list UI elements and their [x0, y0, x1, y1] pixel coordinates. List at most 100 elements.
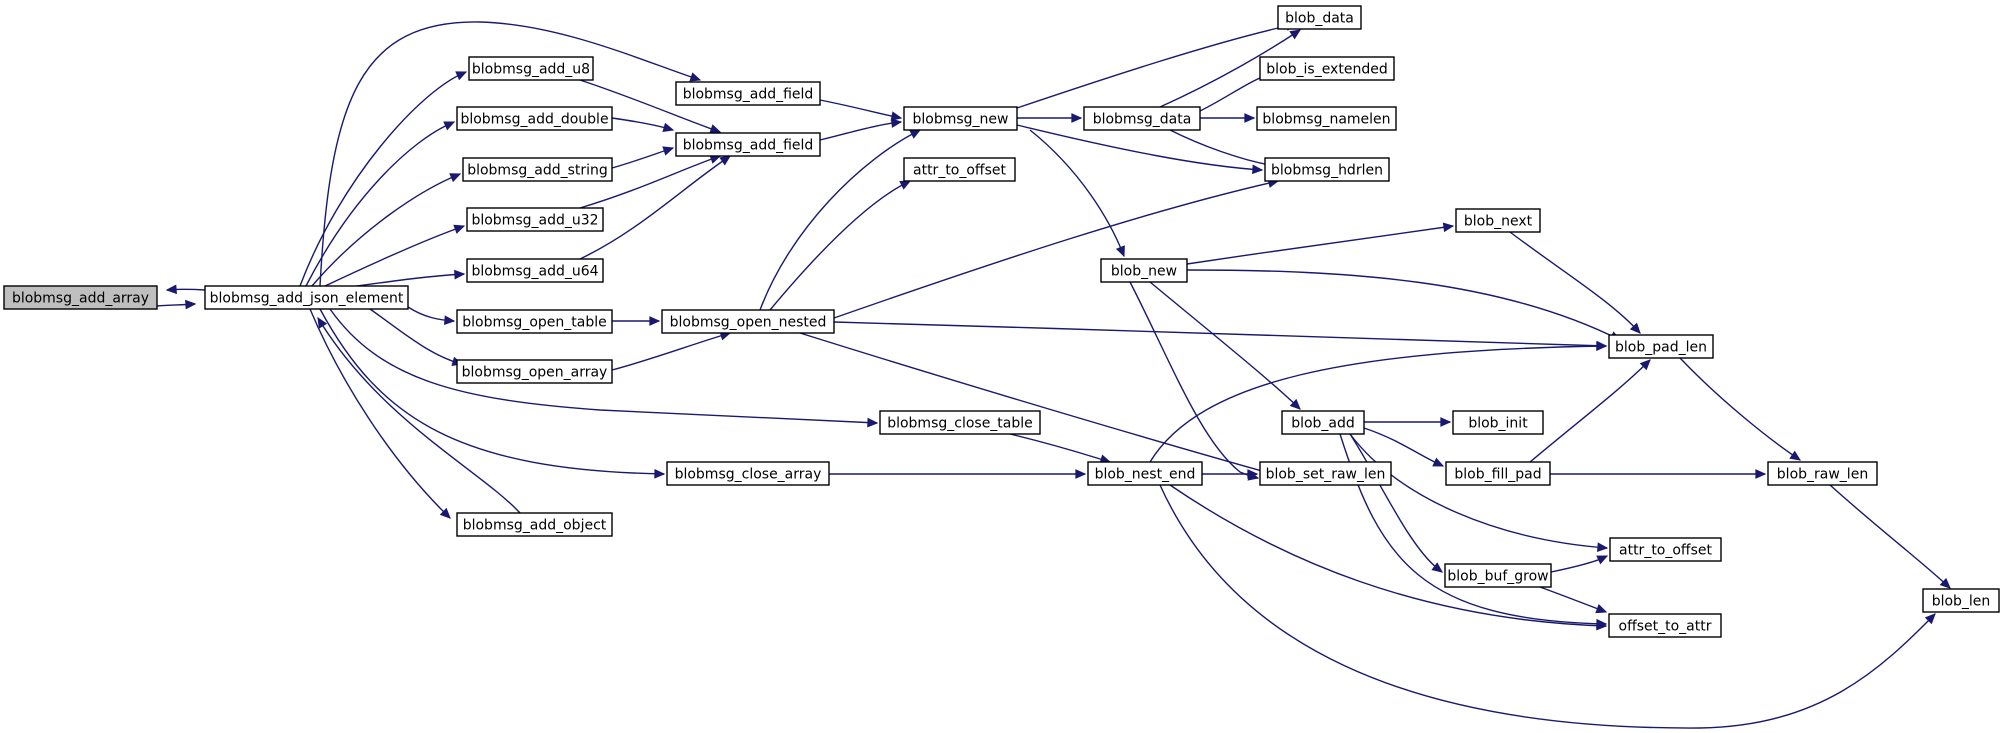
edge-n28-to-n34	[1679, 357, 1801, 461]
node-box	[456, 309, 613, 334]
node-blobmsg-add-field[interactable]: blobmsg_add_field	[675, 132, 821, 157]
edge-n20-to-n33	[1169, 484, 1607, 627]
arrowhead-n12-to-n13	[890, 118, 903, 128]
arrowhead-n2-to-n17	[654, 468, 666, 479]
node-label: blobmsg_close_table	[887, 416, 1033, 432]
node-blobmsg-add-double[interactable]: blobmsg_add_double	[456, 106, 613, 131]
arrowhead-n4-to-n12	[662, 122, 675, 133]
node-attr-to-offset[interactable]: attr_to_offset	[903, 157, 1016, 182]
node-label: blob_fill_pad	[1454, 467, 1541, 483]
node-label: blob_raw_len	[1777, 467, 1868, 483]
node-label: blob_buf_grow	[1447, 569, 1548, 585]
node-label: blob_next	[1464, 214, 1533, 230]
node-blobmsg-hdrlen[interactable]: blobmsg_hdrlen	[1264, 157, 1390, 182]
node-blobmsg-add-u32[interactable]: blobmsg_add_u32	[466, 207, 604, 232]
node-blobmsg-open-table[interactable]: blobmsg_open_table	[456, 309, 613, 334]
node-blobmsg-add-string[interactable]: blobmsg_add_string	[462, 157, 613, 182]
node-blobmsg-add-object[interactable]: blobmsg_add_object	[456, 512, 613, 537]
node-box	[1100, 258, 1188, 283]
edge-n15-to-n14	[769, 180, 911, 311]
node-blob-len[interactable]: blob_len	[1922, 588, 2000, 613]
call-graph-nodes: blobmsg_add_array blobmsg_add_json_elemen…	[3, 5, 2000, 638]
arrowhead-n18-to-n23	[1244, 113, 1256, 123]
edge-n13-to-n24	[1016, 124, 1263, 171]
node-label: blobmsg_data	[1093, 112, 1192, 128]
arrowhead-n2-to-n7	[454, 269, 466, 280]
node-box	[3, 285, 158, 310]
edge-n19-to-n27	[1129, 281, 1259, 479]
edge-n2-to-n6	[324, 225, 465, 287]
edge-n12-to-n13	[819, 121, 902, 141]
arrowhead-n28-to-n34	[1789, 450, 1802, 461]
edge-n3-to-n12	[579, 79, 721, 133]
arrowhead-n10-to-n2	[317, 316, 328, 329]
node-blob-add[interactable]: blob_add	[1281, 410, 1365, 435]
node-box	[675, 81, 821, 106]
node-box	[1444, 563, 1552, 588]
node-blobmsg-add-u8[interactable]: blobmsg_add_u8	[468, 56, 594, 81]
node-blobmsg-add-json-element[interactable]: blobmsg_add_json_element	[204, 285, 409, 310]
node-blobmsg-open-nested[interactable]: blobmsg_open_nested	[661, 309, 835, 334]
arrowhead-n31-to-n33	[1595, 604, 1608, 614]
node-blob-new[interactable]: blob_new	[1100, 258, 1188, 283]
node-label: blob_nest_end	[1095, 467, 1196, 483]
edge-n15-to-n28	[833, 321, 1607, 347]
edge-n2-to-n17	[319, 308, 665, 475]
node-blob-nest-end[interactable]: blob_nest_end	[1087, 461, 1203, 486]
node-blobmsg-namelen[interactable]: blobmsg_namelen	[1256, 106, 1397, 131]
arrowhead-n1-to-n2	[185, 299, 197, 310]
arrowhead-n19-to-n25	[1442, 222, 1455, 233]
edge-n15-to-n13	[759, 129, 921, 311]
node-blob-data[interactable]: blob_data	[1277, 5, 1362, 30]
arrowhead-n13-to-n19	[1115, 245, 1125, 258]
arrowhead-n2-to-n11	[689, 72, 702, 82]
node-blob-buf-grow[interactable]: blob_buf_grow	[1444, 563, 1552, 588]
node-blobmsg-add-u64[interactable]: blobmsg_add_u64	[466, 258, 604, 283]
arrowhead-n3-to-n12	[709, 124, 722, 134]
edge-n2-to-n16	[329, 308, 878, 424]
node-box	[1767, 461, 1878, 486]
arrowhead-n2-to-n8	[443, 315, 456, 326]
node-blob-is-extended[interactable]: blob_is_extended	[1259, 56, 1395, 81]
arrowhead-n20-to-n27	[1247, 469, 1259, 479]
node-blobmsg-open-array[interactable]: blobmsg_open_array	[456, 359, 613, 384]
node-blob-raw-len[interactable]: blob_raw_len	[1767, 461, 1878, 486]
node-label: blobmsg_add_field	[683, 87, 814, 103]
edge-n2-to-n5	[311, 173, 461, 287]
node-blobmsg-new[interactable]: blobmsg_new	[903, 106, 1018, 131]
node-label: blob_new	[1111, 264, 1177, 280]
arrowhead-n17-to-n20	[1075, 469, 1087, 479]
arrowhead-n30-to-n28	[1639, 359, 1651, 371]
node-blobmsg-close-table[interactable]: blobmsg_close_table	[879, 410, 1041, 435]
node-label: blobmsg_new	[913, 112, 1009, 128]
node-blob-set-raw-len[interactable]: blob_set_raw_len	[1259, 461, 1392, 486]
arrowhead-n2-to-n6	[453, 224, 466, 234]
node-blob-fill-pad[interactable]: blob_fill_pad	[1445, 461, 1551, 486]
node-blobmsg-data[interactable]: blobmsg_data	[1083, 106, 1201, 131]
edge-n2-to-n10	[309, 308, 451, 519]
node-label: blobmsg_open_table	[462, 315, 606, 331]
edge-n10-to-n2	[317, 317, 521, 514]
edge-n2-to-n3	[299, 71, 467, 287]
node-label: blobmsg_add_u8	[472, 62, 590, 78]
node-blobmsg-add-field[interactable]: blobmsg_add_field	[675, 81, 821, 106]
edge-n7-to-n12	[579, 155, 731, 260]
node-blob-pad-len[interactable]: blob_pad_len	[1608, 334, 1714, 359]
node-label: blob_len	[1932, 594, 1991, 610]
node-label: attr_to_offset	[913, 163, 1006, 179]
arrowhead-n13-to-n18	[1071, 113, 1083, 123]
node-label: blob_add	[1291, 416, 1355, 432]
node-box	[462, 157, 613, 182]
node-blob-init[interactable]: blob_init	[1452, 410, 1544, 435]
node-attr-to-offset[interactable]: attr_to_offset	[1609, 537, 1722, 562]
node-box	[661, 309, 835, 334]
node-blobmsg-add-array[interactable]: blobmsg_add_array	[3, 285, 158, 310]
node-blobmsg-close-array[interactable]: blobmsg_close_array	[666, 461, 830, 486]
node-label: blobmsg_add_array	[12, 291, 149, 307]
node-box	[1455, 208, 1541, 233]
node-offset-to-attr[interactable]: offset_to_attr	[1608, 613, 1722, 638]
edge-n20-to-n28	[1149, 345, 1607, 463]
arrowhead-n26-to-n31	[1431, 562, 1443, 573]
edge-n19-to-n26	[1149, 281, 1301, 410]
node-blob-next[interactable]: blob_next	[1455, 208, 1541, 233]
